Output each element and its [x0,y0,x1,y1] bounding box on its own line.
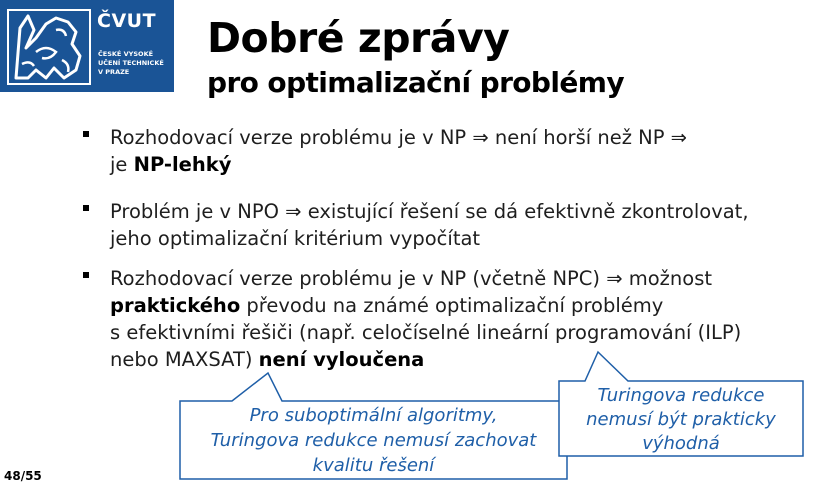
callout-line: Turingova redukce [597,385,765,406]
bullet-marker [83,205,89,211]
callout-line: nemusí být prakticky [586,409,776,430]
cvut-logo: ČVUT ČESKÉ VYSOKÉ UČENÍ TECHNICKÉ V PRAZ… [0,0,174,92]
bullet-text: převodu na známé optimalizační problémy [240,294,664,317]
bullet-bold-text: NP-lehký [133,153,232,176]
callout-line: kvalitu řešení [312,455,435,476]
logo-sub-line: UČENÍ TECHNICKÉ [98,59,164,67]
bullet-bold-text: praktického [110,294,241,317]
callout-left: Pro suboptimální algoritmy, Turingova re… [180,401,567,479]
slide-subtitle: pro optimalizační problémy [207,66,625,99]
callout-line: Turingova redukce nemusí zachovat [210,430,537,451]
bullet-line: je NP-lehký [110,151,830,178]
callout-line: Pro suboptimální algoritmy, [249,405,498,426]
bullet-item: Rozhodovací verze problému je v NP (včet… [80,265,840,373]
bullet-text: je [110,153,134,176]
bullet-bold-text: není vyloučena [258,348,425,371]
callout-right: Turingova redukce nemusí být prakticky v… [559,381,803,456]
bullet-marker [83,131,89,137]
logo-name: ČVUT [97,10,157,32]
slide-title: Dobré zprávy [207,14,510,62]
bullet-line: Problém je v NPO ⇒ existující řešení se … [110,200,749,223]
bullet-line: s efektivními řešiči (např. celočíselné … [110,321,742,344]
bullet-line: jeho optimalizační kritérium vypočítat [110,227,481,250]
bullet-marker [83,272,89,278]
page-number: 48/55 [4,469,42,483]
bullet-text: nebo MAXSAT) [110,348,259,371]
logo-subtitle: ČESKÉ VYSOKÉ UČENÍ TECHNICKÉ V PRAZE [98,50,164,77]
bullet-item: Problém je v NPO ⇒ existující řešení se … [80,198,840,252]
bullet-line: nebo MAXSAT) není vyloučena [110,346,840,373]
lion-crest-icon [7,9,91,85]
logo-sub-line: ČESKÉ VYSOKÉ [98,50,154,58]
logo-sub-line: V PRAZE [98,68,130,76]
callout-line: výhodná [642,433,720,454]
bullet-item: Rozhodovací verze problému je v NP ⇒ nen… [80,124,830,178]
bullet-line: praktického převodu na známé optimalizač… [110,292,840,319]
bullet-line: Rozhodovací verze problému je v NP ⇒ nen… [110,126,688,149]
bullet-line: Rozhodovací verze problému je v NP (včet… [110,267,713,290]
